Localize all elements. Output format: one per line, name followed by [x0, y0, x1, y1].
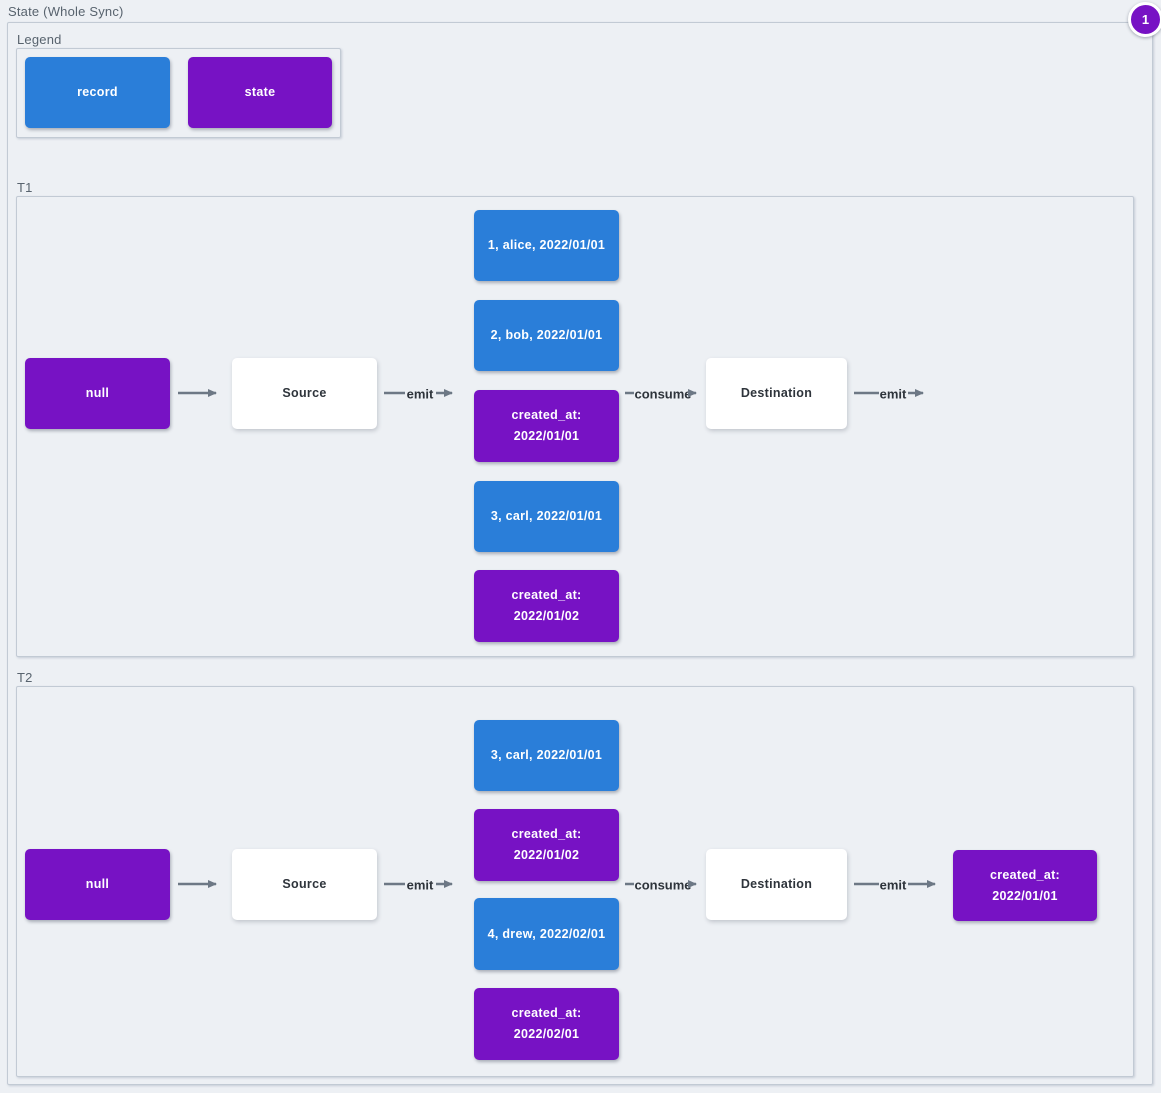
t1-destination-node: Destination: [706, 358, 847, 429]
t1-input-state-node: null: [25, 358, 170, 429]
cluster-legend: [16, 48, 341, 138]
diagram-title: State (Whole Sync): [8, 4, 124, 19]
t1-message-state-2: created_at: 2022/01/01: [474, 390, 619, 462]
t1-message-record-3: 3, carl, 2022/01/01: [474, 481, 619, 552]
message-text: 2022/01/01: [992, 888, 1058, 903]
t1-input-state-label: null: [85, 386, 110, 400]
t1-destination-label: Destination: [740, 386, 813, 400]
cluster-t1: [16, 196, 1134, 657]
t1-source-label: Source: [282, 386, 327, 400]
t2-destination-node: Destination: [706, 849, 847, 920]
legend-record-node: record: [25, 57, 170, 128]
t1-title: T1: [17, 180, 33, 195]
t1-source-node: Source: [232, 358, 377, 429]
message-text: 2022/01/02: [513, 848, 580, 862]
message-text: 2022/01/01: [513, 429, 580, 443]
message-text: created_at:: [511, 588, 582, 602]
t1-message-record-1: 2, bob, 2022/01/01: [474, 300, 619, 371]
t2-emit-out-label: emit: [879, 877, 907, 893]
message-text: 1, alice, 2022/01/01: [487, 238, 606, 252]
t1-message-record-0: 1, alice, 2022/01/01: [474, 210, 619, 281]
t2-message-state-1: created_at: 2022/01/02: [474, 809, 619, 881]
legend-record-label: record: [77, 85, 118, 99]
t2-input-state-label: null: [85, 877, 110, 891]
t2-consume-label: consume: [634, 877, 692, 893]
message-text: created_at:: [511, 1006, 582, 1020]
t1-emit-label: emit: [406, 386, 434, 402]
t2-source-node: Source: [232, 849, 377, 920]
t2-output-state-node: created_at: 2022/01/01: [953, 850, 1097, 921]
t2-emit-label: emit: [406, 877, 434, 893]
message-text: 3, carl, 2022/01/01: [490, 748, 603, 762]
message-text: 2022/02/01: [513, 1027, 580, 1041]
t2-title: T2: [17, 670, 33, 685]
step-badge: 1: [1128, 2, 1161, 37]
cluster-whole-sync: [7, 22, 1153, 1085]
message-text: 4, drew, 2022/02/01: [487, 926, 606, 941]
legend-state-label: state: [244, 85, 276, 99]
t1-emit-out-label: emit: [879, 386, 907, 402]
message-text: 2, bob, 2022/01/01: [490, 328, 603, 342]
message-text: 3, carl, 2022/01/01: [490, 509, 603, 523]
t2-input-state-node: null: [25, 849, 170, 920]
t2-destination-label: Destination: [740, 877, 813, 891]
message-text: created_at:: [511, 408, 582, 422]
message-text: 2022/01/02: [513, 609, 580, 623]
t1-message-state-4: created_at: 2022/01/02: [474, 570, 619, 642]
legend-state-node: state: [188, 57, 332, 128]
cluster-t2: [16, 686, 1134, 1077]
t2-source-label: Source: [282, 877, 327, 891]
t2-message-record-0: 3, carl, 2022/01/01: [474, 720, 619, 791]
legend-title: Legend: [17, 32, 62, 47]
t2-message-record-2: 4, drew, 2022/02/01: [474, 898, 619, 970]
t2-message-state-3: created_at: 2022/02/01: [474, 988, 619, 1060]
message-text: created_at:: [990, 867, 1060, 882]
t1-consume-label: consume: [634, 386, 692, 402]
step-badge-number: 1: [1141, 12, 1150, 27]
message-text: created_at:: [511, 827, 582, 841]
